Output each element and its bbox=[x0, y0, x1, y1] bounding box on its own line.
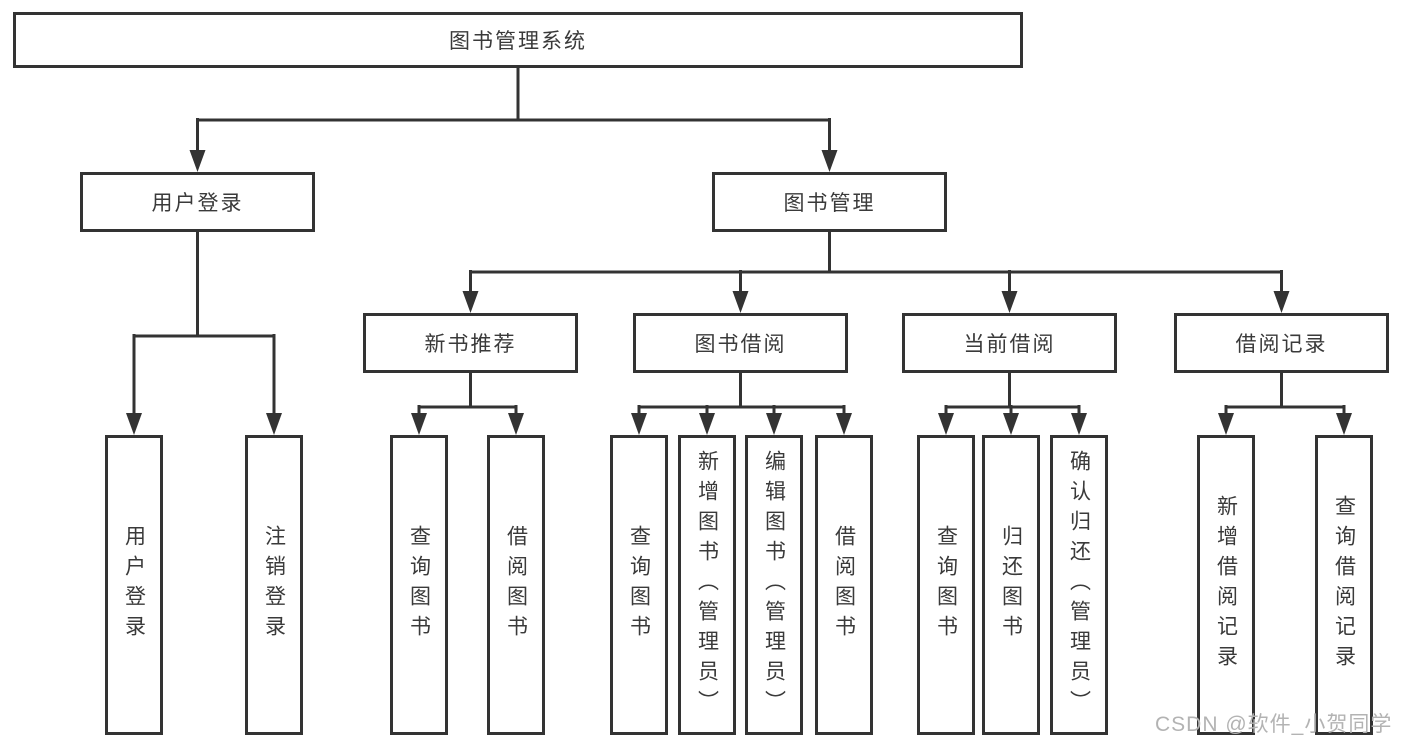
csdn-watermark: CSDN @软件_小贺同学 bbox=[1155, 713, 1393, 736]
node-user-login: 用户登录 bbox=[80, 172, 315, 232]
node-new-book-recommend: 新书推荐 bbox=[363, 313, 578, 373]
leaf-confirm-return-label: 确认归还（管理员） bbox=[1067, 450, 1091, 720]
leaf-return-book-label: 归还图书 bbox=[999, 525, 1023, 645]
leaf-current-query: 查询图书 bbox=[917, 435, 975, 735]
leaf-confirm-return: 确认归还（管理员） bbox=[1050, 435, 1108, 735]
node-book-management: 图书管理 bbox=[712, 172, 947, 232]
node-book-borrow-label: 图书借阅 bbox=[694, 333, 787, 356]
leaf-borrow-edit-book-label: 编辑图书（管理员） bbox=[762, 450, 786, 720]
connector-root-to-level2 bbox=[196, 66, 831, 157]
leaf-query-record: 查询借阅记录 bbox=[1315, 435, 1373, 735]
leaf-borrow-edit-book: 编辑图书（管理员） bbox=[745, 435, 803, 735]
leaf-borrow-query: 查询图书 bbox=[610, 435, 668, 735]
leaf-newbook-borrow: 借阅图书 bbox=[487, 435, 545, 735]
leaf-newbook-query: 查询图书 bbox=[390, 435, 448, 735]
node-root-label: 图书管理系统 bbox=[449, 30, 587, 53]
node-book-management-label: 图书管理 bbox=[783, 192, 876, 215]
leaf-add-record-label: 新增借阅记录 bbox=[1214, 495, 1238, 675]
node-current-borrow: 当前借阅 bbox=[902, 313, 1117, 373]
connector-book-management-children bbox=[469, 230, 1283, 296]
connector-current-borrow-children bbox=[944, 371, 1081, 420]
connector-new-book-children bbox=[417, 371, 518, 420]
leaf-borrow-add-book-label: 新增图书（管理员） bbox=[695, 450, 719, 720]
leaf-borrow-add-book: 新增图书（管理员） bbox=[678, 435, 736, 735]
connector-user-login-children bbox=[132, 230, 276, 420]
leaf-borrow-book-label: 借阅图书 bbox=[832, 525, 856, 645]
connector-borrow-record-children bbox=[1224, 371, 1346, 420]
leaf-newbook-query-label: 查询图书 bbox=[407, 525, 431, 645]
leaf-current-query-label: 查询图书 bbox=[934, 525, 958, 645]
node-root: 图书管理系统 bbox=[13, 12, 1023, 68]
leaf-add-record: 新增借阅记录 bbox=[1197, 435, 1255, 735]
node-borrow-record-label: 借阅记录 bbox=[1235, 333, 1328, 356]
node-borrow-record: 借阅记录 bbox=[1174, 313, 1389, 373]
leaf-newbook-borrow-label: 借阅图书 bbox=[504, 525, 528, 645]
leaf-logout-label: 注销登录 bbox=[262, 525, 286, 645]
node-new-book-recommend-label: 新书推荐 bbox=[424, 333, 517, 356]
connector-book-borrow-children bbox=[637, 371, 846, 420]
leaf-return-book: 归还图书 bbox=[982, 435, 1040, 735]
leaf-query-record-label: 查询借阅记录 bbox=[1332, 495, 1356, 675]
node-current-borrow-label: 当前借阅 bbox=[963, 333, 1056, 356]
leaf-borrow-query-label: 查询图书 bbox=[627, 525, 651, 645]
leaf-borrow-book: 借阅图书 bbox=[815, 435, 873, 735]
leaf-user-login-label: 用户登录 bbox=[122, 525, 146, 645]
leaf-logout: 注销登录 bbox=[245, 435, 303, 735]
arrowheads bbox=[126, 150, 1352, 435]
node-book-borrow: 图书借阅 bbox=[633, 313, 848, 373]
leaf-user-login: 用户登录 bbox=[105, 435, 163, 735]
node-user-login-label: 用户登录 bbox=[151, 192, 244, 215]
